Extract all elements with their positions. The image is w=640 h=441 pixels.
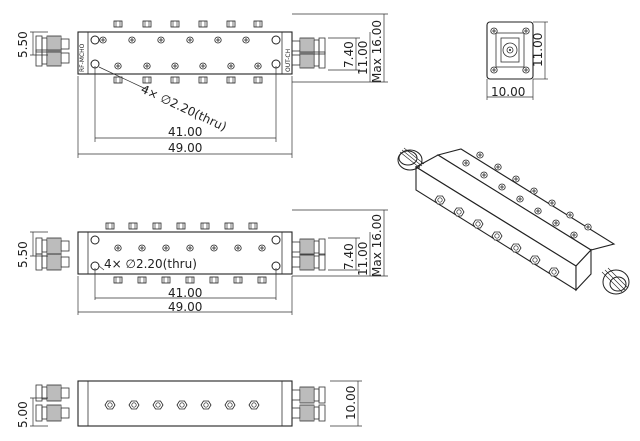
front-view-left-connector: [35, 237, 70, 271]
top-view-side-label-left: RF-MCHO: [79, 43, 86, 72]
front-view-hole-note: 4× ∅2.20(thru): [104, 257, 197, 271]
front-view-right-mid: 11.00: [356, 242, 370, 276]
iso-end-face: [575, 248, 592, 292]
front-view-inner-width: 41.00: [168, 286, 202, 300]
bottom-view-left-height: 5.00: [16, 401, 30, 428]
top-view-right-outer: Max 16.00: [370, 20, 384, 83]
top-view-side-label-right: OUT-CH: [285, 49, 292, 72]
top-view-left-connector: [35, 35, 70, 67]
front-view-body: [77, 231, 293, 275]
end-view-width: 10.00: [491, 85, 525, 99]
bottom-view-left-connector: [35, 384, 70, 422]
iso-front-face: [414, 154, 592, 267]
bottom-view-right-height: 10.00: [344, 386, 358, 420]
front-view-right-inner: 7.40: [342, 243, 356, 270]
iso-left-connector: [397, 147, 425, 171]
top-view-outer-width: 49.00: [168, 141, 202, 155]
front-view-right-outer: Max 16.00: [370, 214, 384, 277]
top-view-right-mid: 11.00: [356, 41, 370, 75]
top-view-mount-hole: [90, 35, 100, 45]
front-view-mount-hole: [271, 235, 281, 245]
end-view-height: 11.00: [531, 33, 545, 67]
front-view-right-connector: [291, 238, 326, 271]
front-view-outer-width: 49.00: [168, 300, 202, 314]
top-view-inner-width: 41.00: [168, 125, 202, 139]
bottom-view: 5.00 10.00: [16, 380, 362, 428]
front-view: 5.50 7.40 11.00 Max 16.00 4× ∅2.20(thru)…: [16, 209, 388, 315]
iso-right-connector: [601, 267, 630, 295]
bottom-view-right-connector: [291, 386, 326, 422]
end-view: 11.00 10.00: [486, 21, 548, 100]
front-view-left-height: 5.50: [16, 241, 30, 268]
isometric-view: [397, 147, 630, 295]
top-view-right-connector: [291, 37, 326, 69]
front-view-mount-hole: [90, 235, 100, 245]
top-view-left-height: 5.50: [16, 31, 30, 58]
top-view-right-inner: 7.40: [342, 41, 356, 68]
top-view-mount-hole: [271, 35, 281, 45]
top-view: RF-MCHO OUT-CH 5.50 7.40 11.00 Max 16.00…: [16, 13, 388, 158]
